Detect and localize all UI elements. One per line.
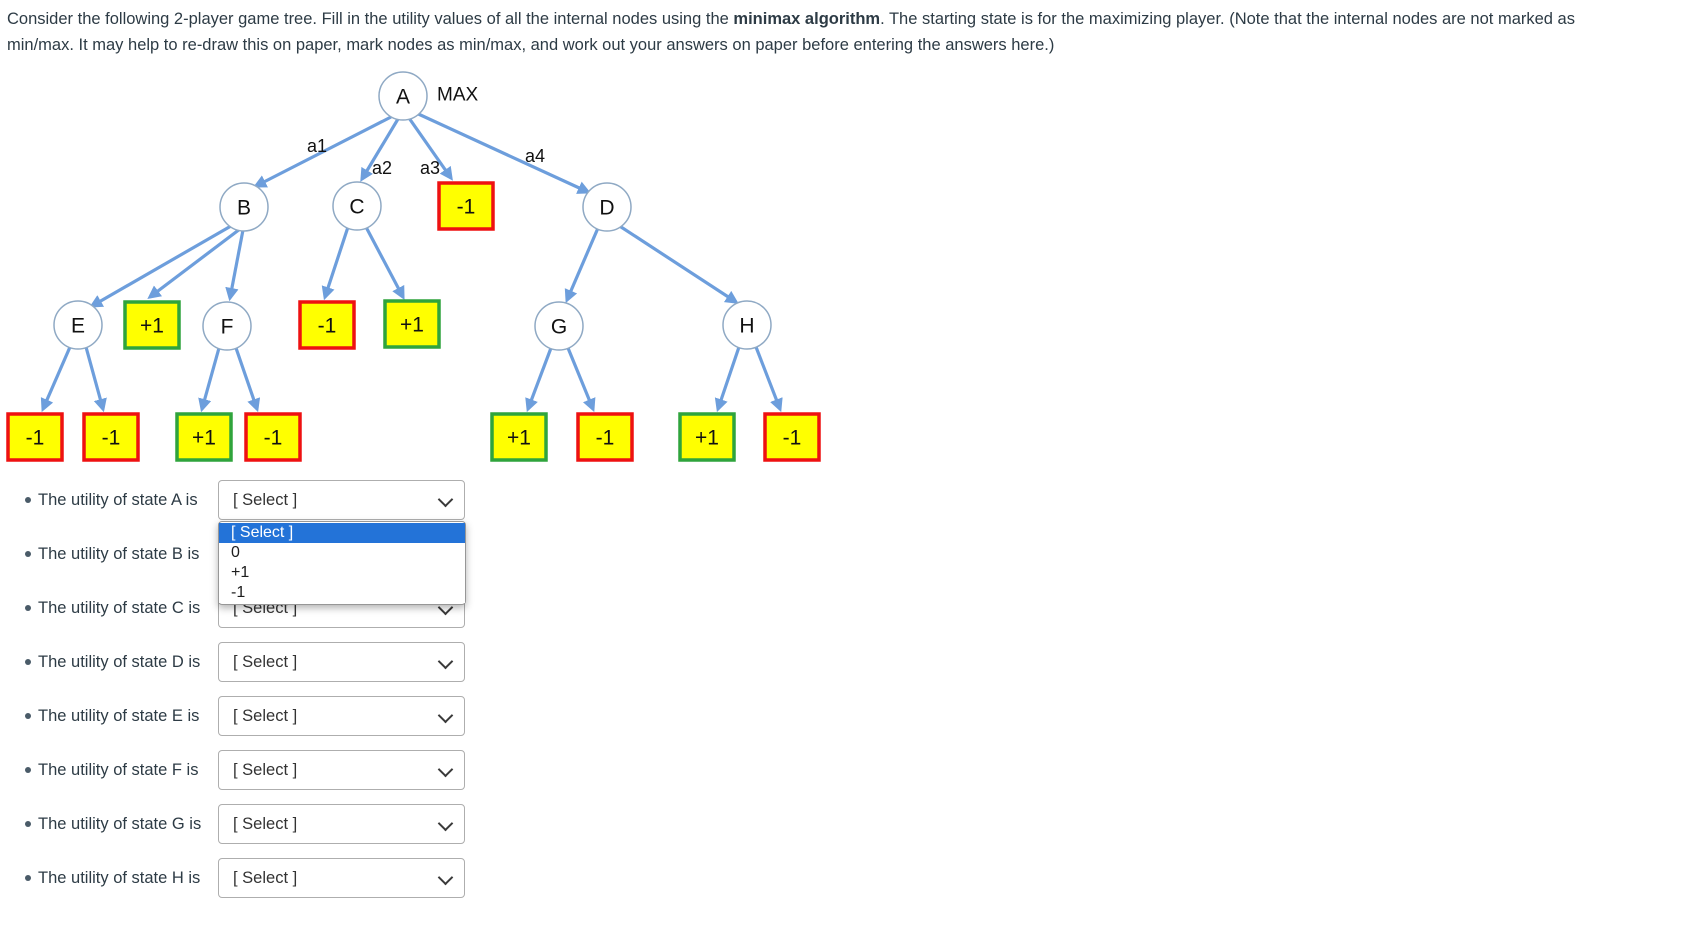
node-H [722,300,772,350]
node-B [219,182,269,232]
question-row: The utility of state F is [ Select ] [0,750,700,790]
node-label-leaf-b2: +1 [140,315,164,338]
bullet-icon [25,605,31,611]
utility-select-E[interactable]: [ Select ] [218,696,465,736]
node-label-leaf-f1: +1 [192,427,216,450]
utility-select-G[interactable]: [ Select ] [218,804,465,844]
edge-label-a4: a4 [525,146,545,166]
bullet-icon [25,767,31,773]
node-label-leaf-a3: -1 [457,196,476,219]
select-value: [ Select ] [233,491,298,509]
chevron-down-icon [437,653,454,670]
node-label-leaf-g1: +1 [507,427,531,450]
select-value: [ Select ] [233,869,298,887]
dropdown-option[interactable]: [ Select ] [219,523,465,543]
select-value: [ Select ] [233,761,298,779]
node-label-F: F [221,316,234,339]
select-value: [ Select ] [233,707,298,725]
question-row: The utility of state E is [ Select ] [0,696,700,736]
question-label: The utility of state B is [38,545,200,563]
question-row: The utility of state G is [ Select ] [0,804,700,844]
leaf-g2-box [576,412,634,462]
instructions-line-1: Consider the following 2-player game tre… [7,10,1575,28]
leaf-c2-box [383,299,441,349]
node-label-leaf-g2: -1 [596,427,615,450]
leaf-f1-box [175,412,233,462]
node-label-leaf-c2: +1 [400,314,424,337]
question-label: The utility of state H is [38,869,201,887]
node-A [378,71,428,121]
game-tree-diagram: a1 a2 a3 a4 A B C -1 D E +1 F -1 +1 G H -1 -1 +1 -1 +1 -1 +1 -… [6,71,821,462]
node-C [332,181,382,231]
question-row: The utility of state D is [ Select ] [0,642,700,682]
utility-select-F[interactable]: [ Select ] [218,750,465,790]
edge-label-a3: a3 [420,158,440,178]
chevron-down-icon [437,815,454,832]
node-label-H: H [739,315,754,338]
question-label: The utility of state E is [38,707,200,725]
node-D [582,182,632,232]
node-label-leaf-h2: -1 [783,427,802,450]
dropdown-option[interactable]: -1 [219,583,465,603]
select-value: [ Select ] [233,815,298,833]
node-label-leaf-c1: -1 [318,315,337,338]
instructions-line-2: min/max. It may help to re-draw this on … [7,36,1055,54]
tree-edges: a1 a2 a3 a4 [40,110,783,413]
question-label: The utility of state F is [38,761,199,779]
utility-select-H[interactable]: [ Select ] [218,858,465,898]
bold-minimax-algorithm: minimax algorithm [733,10,881,28]
utility-select-A[interactable]: [ Select ] [218,480,465,520]
bullet-icon [25,497,31,503]
bullet-icon [25,821,31,827]
question-row: The utility of state A is [ Select ] [0,480,700,520]
node-F [202,301,252,351]
leaf-c1-box [298,300,356,350]
leaf-f2-box [244,412,302,462]
node-label-D: D [599,197,614,220]
node-G [534,301,584,351]
edge-label-a2: a2 [372,158,392,178]
leaf-e1-box [6,412,64,462]
bullet-icon [25,875,31,881]
node-label-G: G [551,316,567,339]
node-E [53,300,103,350]
chevron-down-icon [437,491,454,508]
bullet-icon [25,551,31,557]
select-dropdown-list[interactable]: [ Select ]0+1-1 [218,521,466,605]
leaf-g1-box [490,412,548,462]
question-label: The utility of state G is [38,815,202,833]
leaf-b2-box [123,300,181,350]
question-row: The utility of state H is [ Select ] [0,858,700,898]
tree-nodes: A B C -1 D E +1 F -1 +1 G H -1 -1 +1 -1 +1 -1 +1 -1 MAX [6,71,821,462]
node-label-A: A [396,86,410,109]
leaf-a3-box [437,181,495,231]
node-label-leaf-e2: -1 [102,427,121,450]
select-value: [ Select ] [233,653,298,671]
question-label: The utility of state A is [38,491,198,509]
node-label-C: C [349,196,364,219]
leaf-e2-box [82,412,140,462]
chevron-down-icon [437,707,454,724]
node-label-leaf-h1: +1 [695,427,719,450]
node-label-leaf-f2: -1 [264,427,283,450]
bullet-icon [25,713,31,719]
node-label-E: E [71,315,85,338]
question-instructions: Consider the following 2-player game tre… [7,6,1706,58]
leaf-h1-box [678,412,736,462]
bullet-icon [25,659,31,665]
leaf-h2-box [763,412,821,462]
question-label: The utility of state D is [38,653,201,671]
max-label: MAX [437,85,479,106]
utility-select-D[interactable]: [ Select ] [218,642,465,682]
dropdown-option[interactable]: 0 [219,543,465,563]
node-label-B: B [237,197,251,220]
chevron-down-icon [437,761,454,778]
node-label-leaf-e1: -1 [26,427,45,450]
question-label: The utility of state C is [38,599,201,617]
edge-label-a1: a1 [307,136,327,156]
dropdown-option[interactable]: +1 [219,563,465,583]
chevron-down-icon [437,869,454,886]
questions-list: The utility of state A is [ Select ] The… [0,480,700,912]
